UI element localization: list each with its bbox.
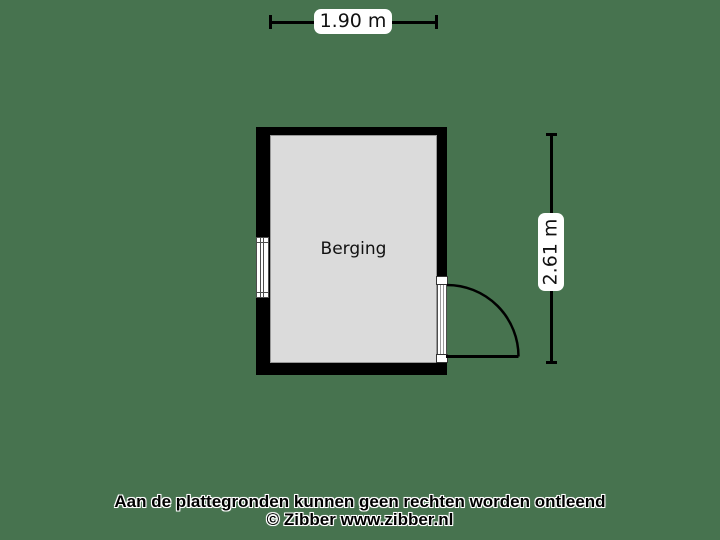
height-dimension-label: 2.61 m	[538, 213, 564, 291]
door-opening	[437, 283, 447, 356]
width-dimension-tick-left	[269, 15, 272, 29]
window-pane-line	[260, 238, 261, 297]
width-dimension-tick-right	[435, 15, 438, 29]
window-cap-line	[257, 292, 268, 293]
window-cap-line	[257, 242, 268, 243]
credit-text: © Zibber www.zibber.nl	[266, 510, 454, 529]
window-pane-line	[263, 238, 264, 297]
window-icon	[256, 237, 269, 298]
footer-credit: © Zibber www.zibber.nl	[0, 510, 720, 530]
disclaimer-text: Aan de plattegronden kunnen geen rechten…	[114, 492, 606, 511]
footer-disclaimer: Aan de plattegronden kunnen geen rechten…	[0, 492, 720, 512]
height-dimension-tick-bottom	[546, 361, 557, 364]
door-jamb-line	[440, 283, 441, 356]
height-dimension-tick-top	[546, 133, 557, 136]
door-post-bottom	[436, 354, 448, 363]
door-swing-icon	[446, 283, 520, 358]
door-jamb-line	[443, 283, 444, 356]
height-dimension-value: 2.61 m	[539, 218, 562, 286]
door-post-top	[436, 276, 448, 285]
width-dimension-value: 1.90 m	[319, 10, 387, 32]
room-floor	[270, 135, 437, 363]
room-label: Berging	[320, 239, 387, 259]
width-dimension-label: 1.90 m	[314, 9, 392, 34]
